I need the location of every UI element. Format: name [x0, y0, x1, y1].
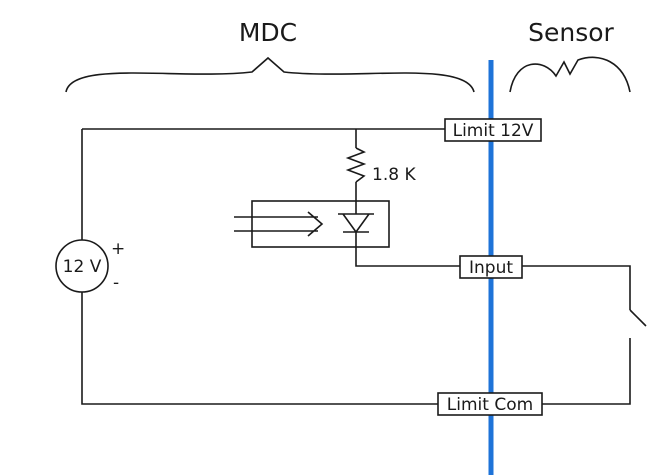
input-to-switch — [522, 265, 631, 310]
limit-com-terminal — [437, 392, 543, 416]
limit-12v-terminal — [444, 118, 542, 142]
limit-com-label: Limit Com — [447, 395, 533, 415]
mdc-brace — [65, 56, 475, 93]
power-supply — [55, 239, 109, 293]
sensor-header: Sensor — [528, 18, 614, 47]
minus-sign: - — [113, 273, 119, 293]
resistor-symbol — [345, 147, 367, 183]
sensor-brace — [509, 56, 631, 93]
resistor-label: 1.8 K — [372, 165, 416, 185]
left-wire-lower — [81, 292, 438, 405]
limit-12v-label: Limit 12V — [453, 121, 534, 141]
mdc-header: MDC — [239, 18, 297, 47]
plus-sign: + — [111, 239, 125, 259]
switch-blade — [629, 309, 647, 327]
optocoupler-box — [251, 200, 390, 248]
input-label: Input — [469, 258, 513, 278]
switch-to-com — [542, 338, 631, 405]
diode-symbol — [338, 213, 374, 234]
power-supply-label: 12 V — [63, 257, 102, 277]
diode-to-input — [355, 232, 460, 267]
input-terminal — [459, 255, 523, 279]
light-arrow — [234, 211, 324, 237]
